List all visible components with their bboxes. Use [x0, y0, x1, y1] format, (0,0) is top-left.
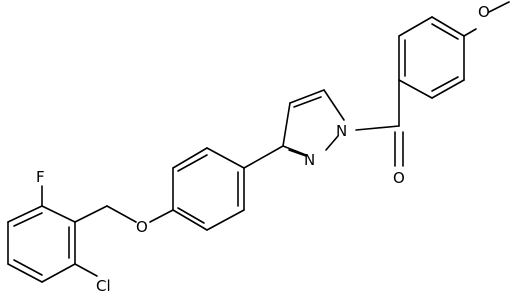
pyrazole-n2-label: N [304, 151, 315, 169]
methoxy-group [463, 1, 510, 37]
pyrazole-phenyl-bond [243, 145, 284, 169]
fluorine-label: F [36, 168, 45, 186]
chloro-bond [74, 263, 98, 277]
pyrazole-n1-label: N [336, 122, 347, 140]
carbonyl-group [355, 79, 404, 167]
methoxy-oxygen-label: O [478, 3, 490, 21]
chlorine-label: Cl [96, 277, 111, 295]
central-phenyl-ring [172, 147, 245, 231]
pyrazole-ring [282, 89, 345, 157]
ether-linkage [74, 205, 174, 223]
ether-oxygen-label: O [136, 218, 148, 236]
methoxyphenyl-ring [398, 16, 465, 99]
carbonyl-oxygen-label: O [393, 169, 405, 187]
chlorofluorophenyl-ring [7, 205, 76, 283]
